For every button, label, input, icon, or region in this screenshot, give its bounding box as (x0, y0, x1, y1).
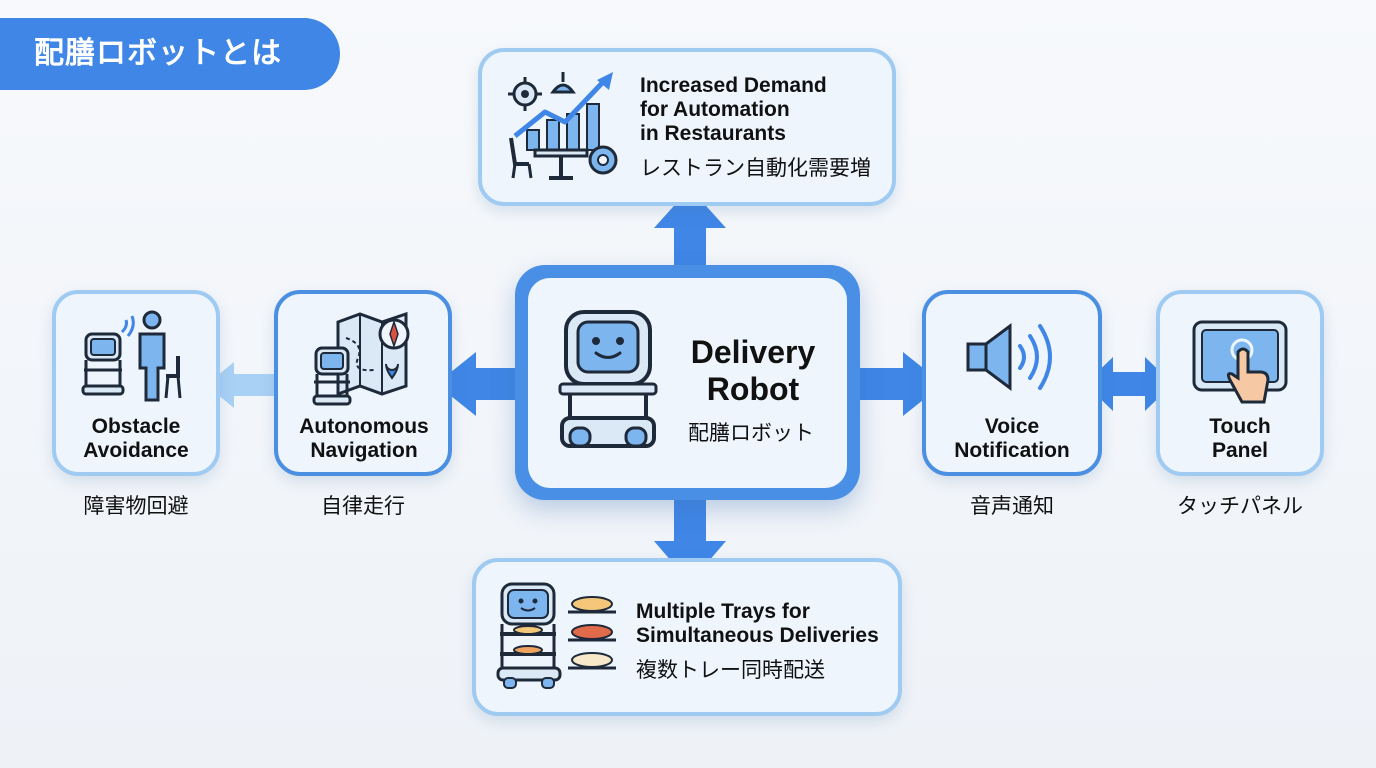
demand-line1: Increased Demand (640, 74, 827, 97)
center-title-line1: Delivery (690, 334, 816, 370)
demand-line2: for Automation (640, 98, 790, 121)
demand-line3: in Restaurants (640, 122, 786, 145)
touch-jp: タッチパネル (1177, 494, 1303, 518)
touch-line2: Panel (1211, 439, 1269, 462)
obstacle-jp: 障害物回避 (83, 494, 189, 518)
demand-card (478, 48, 896, 206)
center-title-line2: Robot (706, 371, 800, 407)
touch-panel-icon (1192, 320, 1288, 404)
arrow-left-light (206, 362, 278, 408)
obstacle-avoidance-icon (81, 310, 182, 402)
arrow-double (1085, 357, 1173, 411)
obstacle-line2: Avoidance (83, 439, 189, 462)
navigation-line1: Autonomous (299, 415, 429, 438)
trays-jp: 複数トレー同時配送 (636, 658, 825, 682)
touch-line1: Touch (1209, 415, 1271, 438)
obstacle-card (52, 290, 220, 476)
trays-line1: Multiple Trays for (636, 600, 810, 623)
map-compass-icon (312, 311, 410, 406)
obstacle-line1: Obstacle (91, 415, 181, 438)
speaker-icon (966, 323, 1052, 391)
voice-jp: 音声通知 (970, 494, 1054, 518)
voice-line1: Voice (984, 415, 1040, 438)
voice-card (922, 290, 1102, 476)
navigation-jp: 自律走行 (321, 494, 405, 518)
multi-tray-robot-icon (496, 582, 616, 689)
restaurant-automation-icon (508, 72, 618, 180)
voice-line2: Notification (954, 439, 1070, 462)
arrow-left-main (436, 352, 520, 416)
navigation-line2: Navigation (310, 439, 418, 462)
arrow-up (654, 188, 726, 270)
center-jp-label: 配膳ロボット (688, 421, 814, 445)
trays-line2: Simultaneous Deliveries (636, 624, 879, 647)
page-title: 配膳ロボットとは (0, 18, 340, 90)
delivery-robot-icon (558, 310, 658, 448)
arrow-right-main (855, 352, 943, 416)
demand-jp: レストラン自動化需要増 (640, 156, 871, 180)
